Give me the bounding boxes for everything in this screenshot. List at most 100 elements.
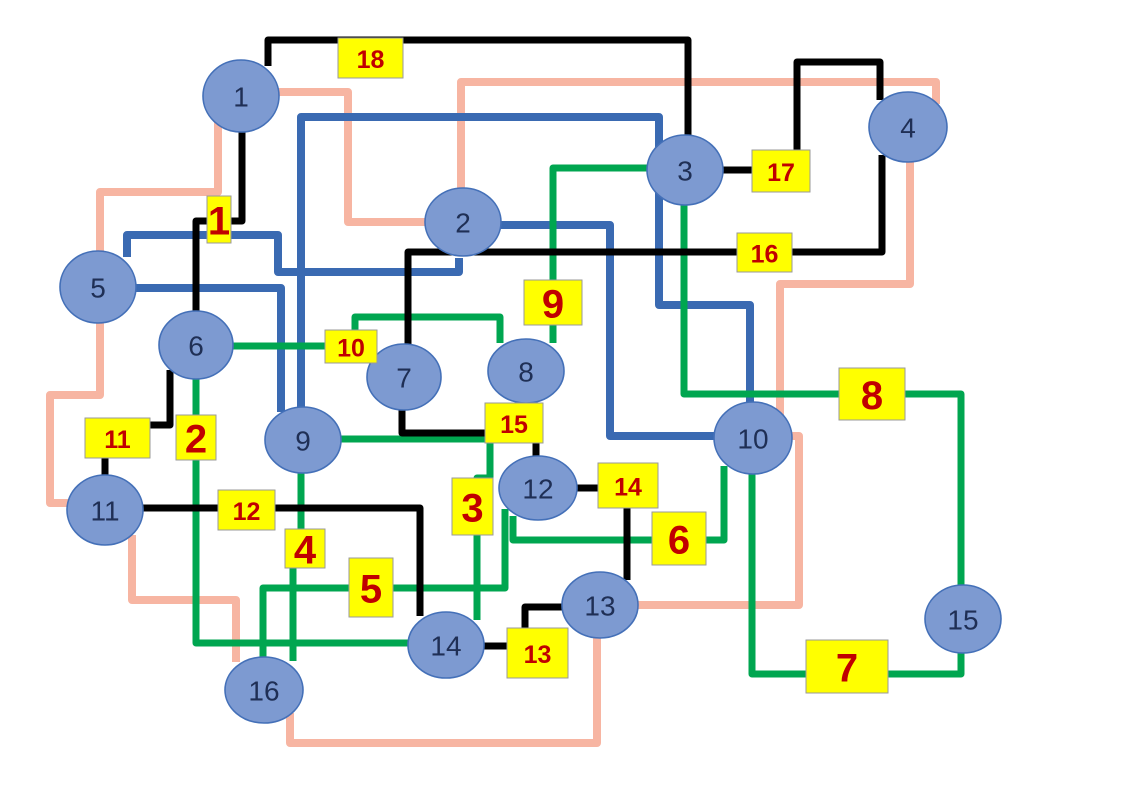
- edge-5-2[interactable]: [123, 231, 463, 276]
- edge-number-box-7[interactable]: 7: [805, 639, 889, 694]
- edge-number-box-8[interactable]: 8: [838, 367, 906, 421]
- edge-number-box-13[interactable]: 13: [506, 627, 569, 679]
- node-16[interactable]: 16: [224, 656, 304, 724]
- edge-12-10-label-6[interactable]: [509, 466, 728, 544]
- node-circle-14[interactable]: [407, 611, 485, 679]
- node-circle-13[interactable]: [561, 571, 639, 639]
- node-5[interactable]: 5: [59, 250, 137, 324]
- edge-number-rect-6[interactable]: [651, 511, 707, 566]
- node-circle-3[interactable]: [646, 134, 724, 206]
- edge-number-rect-17[interactable]: [751, 149, 811, 193]
- node-number-14: 14: [430, 631, 461, 662]
- edge-6-8-label-10[interactable]: [232, 313, 504, 350]
- node-1[interactable]: 1: [202, 59, 280, 133]
- edge-number-text-14: 14: [614, 474, 642, 502]
- edge-number-box-14[interactable]: 14: [597, 462, 659, 509]
- node-15[interactable]: 15: [924, 584, 1002, 654]
- edge-9-10[interactable]: [297, 113, 754, 409]
- edge-11-16[interactable]: [128, 535, 240, 662]
- node-number-6: 6: [188, 331, 204, 362]
- edge-number-rect-10[interactable]: [324, 329, 378, 364]
- node-3[interactable]: 3: [646, 134, 724, 206]
- edge-number-rect-15[interactable]: [484, 402, 544, 444]
- node-number-5: 5: [90, 273, 106, 304]
- node-circle-5[interactable]: [59, 250, 137, 324]
- edge-number-text-6: 6: [668, 519, 690, 563]
- edge-number-box-17[interactable]: 17: [751, 149, 811, 193]
- edge-number-rect-14[interactable]: [597, 462, 659, 509]
- edge-4-7-label-16[interactable]: [404, 155, 886, 346]
- edge-1-11[interactable]: [46, 118, 222, 507]
- node-6[interactable]: 6: [158, 310, 234, 380]
- edge-number-rect-2[interactable]: [175, 414, 217, 461]
- node-circle-11[interactable]: [66, 474, 144, 546]
- edge-number-rect-9[interactable]: [523, 279, 583, 326]
- node-9[interactable]: 9: [264, 406, 342, 474]
- node-circle-9[interactable]: [264, 406, 342, 474]
- edge-number-box-12[interactable]: 12: [217, 489, 276, 531]
- node-circle-16[interactable]: [224, 656, 304, 724]
- node-circle-10[interactable]: [713, 401, 793, 475]
- node-2[interactable]: 2: [424, 187, 502, 257]
- edge-number-rect-18[interactable]: [337, 37, 404, 79]
- node-number-16: 16: [248, 676, 279, 707]
- edge-number-box-4[interactable]: 4: [284, 528, 326, 573]
- edge-number-box-16[interactable]: 16: [736, 232, 793, 273]
- edge-number-box-6[interactable]: 6: [651, 511, 707, 566]
- node-circle-4[interactable]: [868, 91, 948, 163]
- edge-number-rect-5[interactable]: [348, 557, 394, 618]
- node-number-13: 13: [584, 591, 615, 622]
- edge-number-box-5[interactable]: 5: [348, 557, 394, 618]
- edge-14-13-label-13[interactable]: [483, 603, 564, 650]
- edge-number-text-8: 8: [861, 374, 883, 418]
- edge-6-14-label-2[interactable]: [192, 377, 410, 647]
- edge-number-box-3[interactable]: 3: [451, 477, 494, 536]
- edge-number-text-9: 9: [542, 283, 564, 327]
- edge-number-rect-11[interactable]: [84, 417, 151, 459]
- edge-number-text-13: 13: [524, 641, 552, 669]
- edge-number-rect-16[interactable]: [736, 232, 793, 273]
- node-circle-2[interactable]: [424, 187, 502, 257]
- edge-number-rect-13[interactable]: [506, 627, 569, 679]
- edge-number-box-15[interactable]: 15: [484, 402, 544, 444]
- node-circle-7[interactable]: [366, 343, 442, 411]
- node-8[interactable]: 8: [487, 338, 565, 404]
- node-11[interactable]: 11: [66, 474, 144, 546]
- edge-number-rect-3[interactable]: [451, 477, 494, 536]
- node-circle-15[interactable]: [924, 584, 1002, 654]
- node-number-7: 7: [396, 363, 412, 394]
- node-4[interactable]: 4: [868, 91, 948, 163]
- edge-number-rect-8[interactable]: [838, 367, 906, 421]
- edge-number-box-2[interactable]: 2: [175, 414, 217, 462]
- edge-2-4[interactable]: [457, 78, 940, 190]
- edge-number-box-10[interactable]: 10: [324, 329, 378, 364]
- edge-1-3-label-18[interactable]: [264, 36, 692, 137]
- edge-number-box-9[interactable]: 9: [523, 279, 583, 327]
- node-7[interactable]: 7: [366, 343, 442, 411]
- node-number-11: 11: [90, 496, 119, 527]
- edge-number-text-12: 12: [233, 498, 261, 526]
- node-10[interactable]: 10: [713, 401, 793, 475]
- node-circle-6[interactable]: [158, 310, 234, 380]
- edge-16-13[interactable]: [286, 636, 601, 747]
- edge-number-text-5: 5: [360, 568, 382, 612]
- node-number-1: 1: [233, 82, 249, 113]
- edge-number-box-11[interactable]: 11: [84, 417, 151, 459]
- edge-number-rect-1[interactable]: [206, 195, 232, 244]
- node-12[interactable]: 12: [498, 455, 578, 521]
- edge-5-9[interactable]: [134, 284, 285, 412]
- edge-3-15-label-8[interactable]: [680, 203, 965, 587]
- node-14[interactable]: 14: [407, 611, 485, 679]
- edge-7-12-label-15[interactable]: [398, 407, 540, 457]
- edge-number-rect-12[interactable]: [217, 489, 276, 531]
- node-number-10: 10: [737, 424, 768, 455]
- edge-1-2[interactable]: [277, 88, 426, 226]
- node-13[interactable]: 13: [561, 571, 639, 639]
- node-circle-12[interactable]: [498, 455, 578, 521]
- edge-number-rect-4[interactable]: [284, 528, 326, 569]
- edge-number-box-18[interactable]: 18: [337, 37, 404, 79]
- edge-number-box-1[interactable]: 1: [206, 195, 232, 244]
- node-circle-1[interactable]: [202, 59, 280, 133]
- edge-number-rect-7[interactable]: [805, 639, 889, 694]
